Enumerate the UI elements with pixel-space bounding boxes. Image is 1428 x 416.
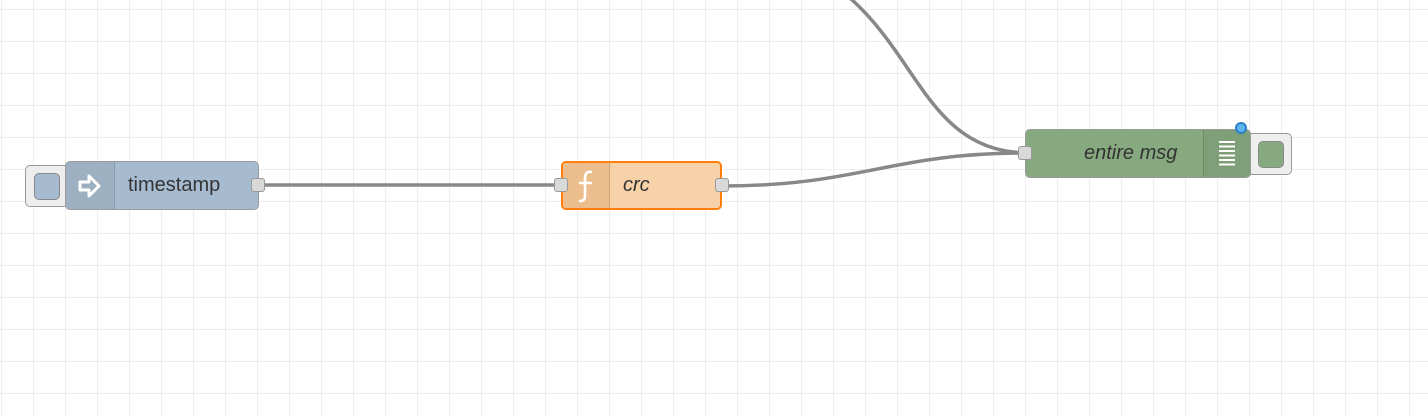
inject-output-port[interactable] (251, 178, 265, 192)
debug-changed-indicator (1235, 122, 1247, 134)
inject-arrow-icon (78, 174, 101, 197)
inject-icon-area (66, 162, 115, 209)
debug-toggle-inner[interactable] (1258, 141, 1284, 168)
inject-node-label: timestamp (128, 174, 221, 196)
debug-bars-icon (1219, 140, 1235, 165)
inject-node[interactable]: timestamp (65, 161, 259, 210)
debug-toggle-button[interactable] (1246, 133, 1292, 175)
wire-offscreen-to-debug[interactable] (849, 0, 1027, 155)
function-f-icon (578, 170, 593, 202)
function-output-port[interactable] (715, 178, 729, 192)
debug-node-label: entire msg (1084, 142, 1178, 164)
wire-function-to-debug[interactable] (721, 151, 1027, 188)
inject-trigger-inner[interactable] (34, 173, 60, 200)
debug-input-port[interactable] (1018, 146, 1032, 160)
function-node[interactable]: crc (561, 161, 722, 210)
debug-node[interactable]: entire msg (1025, 129, 1251, 178)
function-input-port[interactable] (554, 178, 568, 192)
function-node-label: crc (623, 174, 650, 196)
inject-trigger-button[interactable] (25, 165, 69, 207)
debug-icon-area (1203, 130, 1250, 177)
function-icon-area (563, 163, 610, 208)
